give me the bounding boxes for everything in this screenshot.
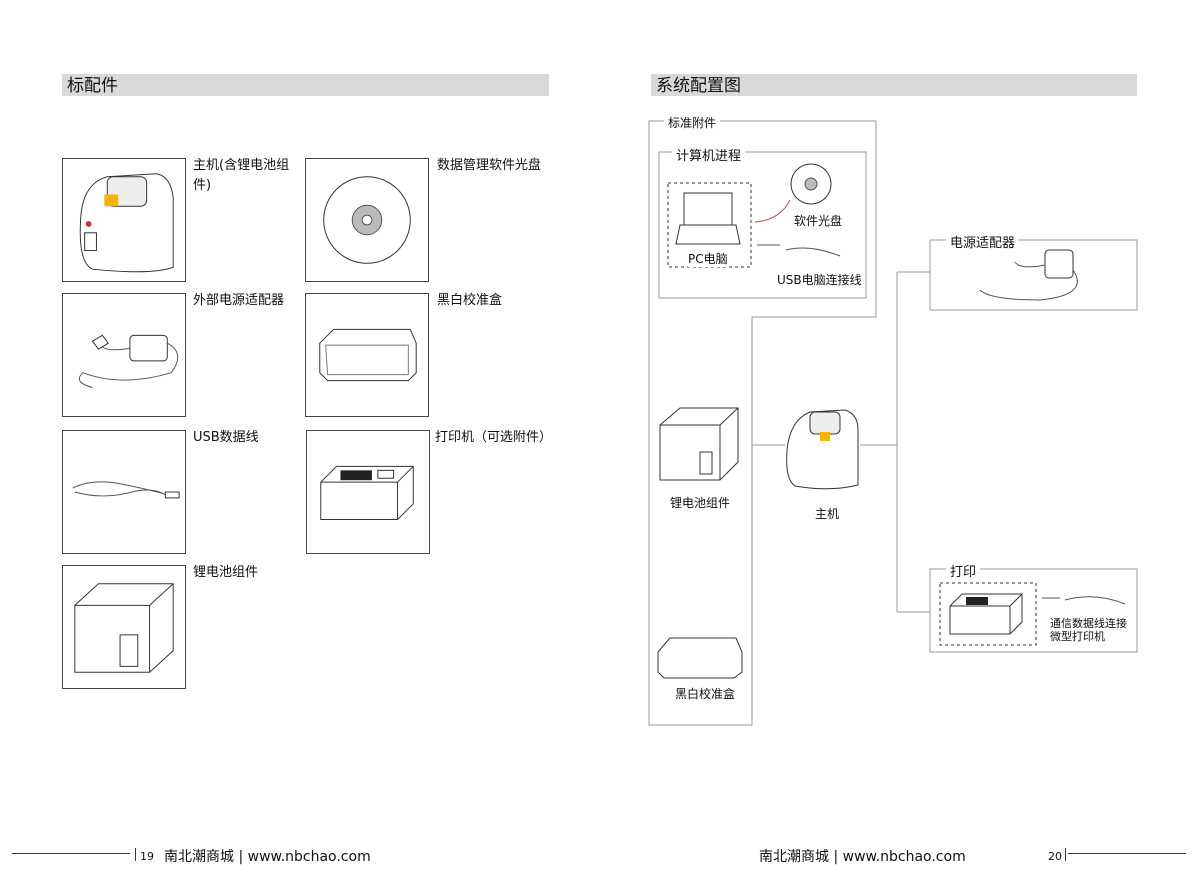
group-title-standard-accessories: 标准附件 bbox=[664, 114, 721, 131]
label-host: 主机(含锂电池组件) bbox=[193, 158, 290, 193]
cd-icon bbox=[790, 163, 832, 205]
section-title-standard-accessories: 标配件 bbox=[62, 74, 549, 96]
page-number-right: 20 bbox=[1048, 850, 1062, 863]
footer-divider-right bbox=[1065, 848, 1066, 861]
usb-cable-icon bbox=[785, 247, 841, 257]
footer-site-right: 南北潮商城 | www.nbchao.com bbox=[759, 849, 966, 865]
footer-divider-left bbox=[135, 848, 136, 861]
label-calibration-box-diagram: 黑白校准盒 bbox=[675, 685, 736, 702]
device-icon bbox=[62, 158, 186, 282]
section-title-system-config: 系统配置图 bbox=[651, 74, 1137, 96]
power-adapter-icon bbox=[979, 249, 1078, 301]
footer-rule-left bbox=[12, 853, 130, 854]
printer-icon bbox=[949, 593, 1023, 635]
label-battery-diagram: 锂电池组件 bbox=[670, 494, 731, 511]
footer-rule-right bbox=[1068, 853, 1186, 854]
battery-icon bbox=[62, 565, 186, 689]
group-title-print: 打印 bbox=[946, 561, 981, 580]
label-host-diagram: 主机 bbox=[815, 505, 840, 522]
footer-site-left: 南北潮商城 | www.nbchao.com bbox=[164, 849, 371, 865]
cd-icon bbox=[305, 158, 429, 282]
label-calibration-box: 黑白校准盒 bbox=[437, 293, 503, 308]
battery-icon bbox=[659, 407, 739, 481]
device-icon bbox=[786, 409, 859, 490]
label-printer-desc-1: 通信数据线连接 bbox=[1050, 615, 1127, 631]
printer-icon bbox=[306, 430, 430, 554]
label-printer: 打印机（可选附件） bbox=[435, 430, 553, 445]
calibration-box-icon bbox=[657, 637, 743, 679]
usb-cable-icon bbox=[62, 430, 186, 554]
label-printer-desc-2: 微型打印机 bbox=[1050, 628, 1105, 644]
label-cd: 数据管理软件光盘 bbox=[437, 158, 542, 173]
calibration-box-icon bbox=[305, 293, 429, 417]
power-adapter-icon bbox=[62, 293, 186, 417]
page-number-left: 19 bbox=[140, 850, 154, 863]
label-usb-cable: USB数据线 bbox=[193, 430, 259, 445]
label-pc: PC电脑 bbox=[688, 250, 728, 267]
label-usb-cable: USB电脑连接线 bbox=[777, 271, 862, 288]
label-software-cd: 软件光盘 bbox=[794, 212, 843, 229]
group-title-computer-process: 计算机进程 bbox=[672, 145, 746, 164]
label-power-adapter: 外部电源适配器 bbox=[193, 293, 285, 308]
group-title-power-adapter: 电源适配器 bbox=[946, 232, 1020, 251]
laptop-icon bbox=[675, 192, 741, 245]
label-battery: 锂电池组件 bbox=[193, 565, 259, 580]
